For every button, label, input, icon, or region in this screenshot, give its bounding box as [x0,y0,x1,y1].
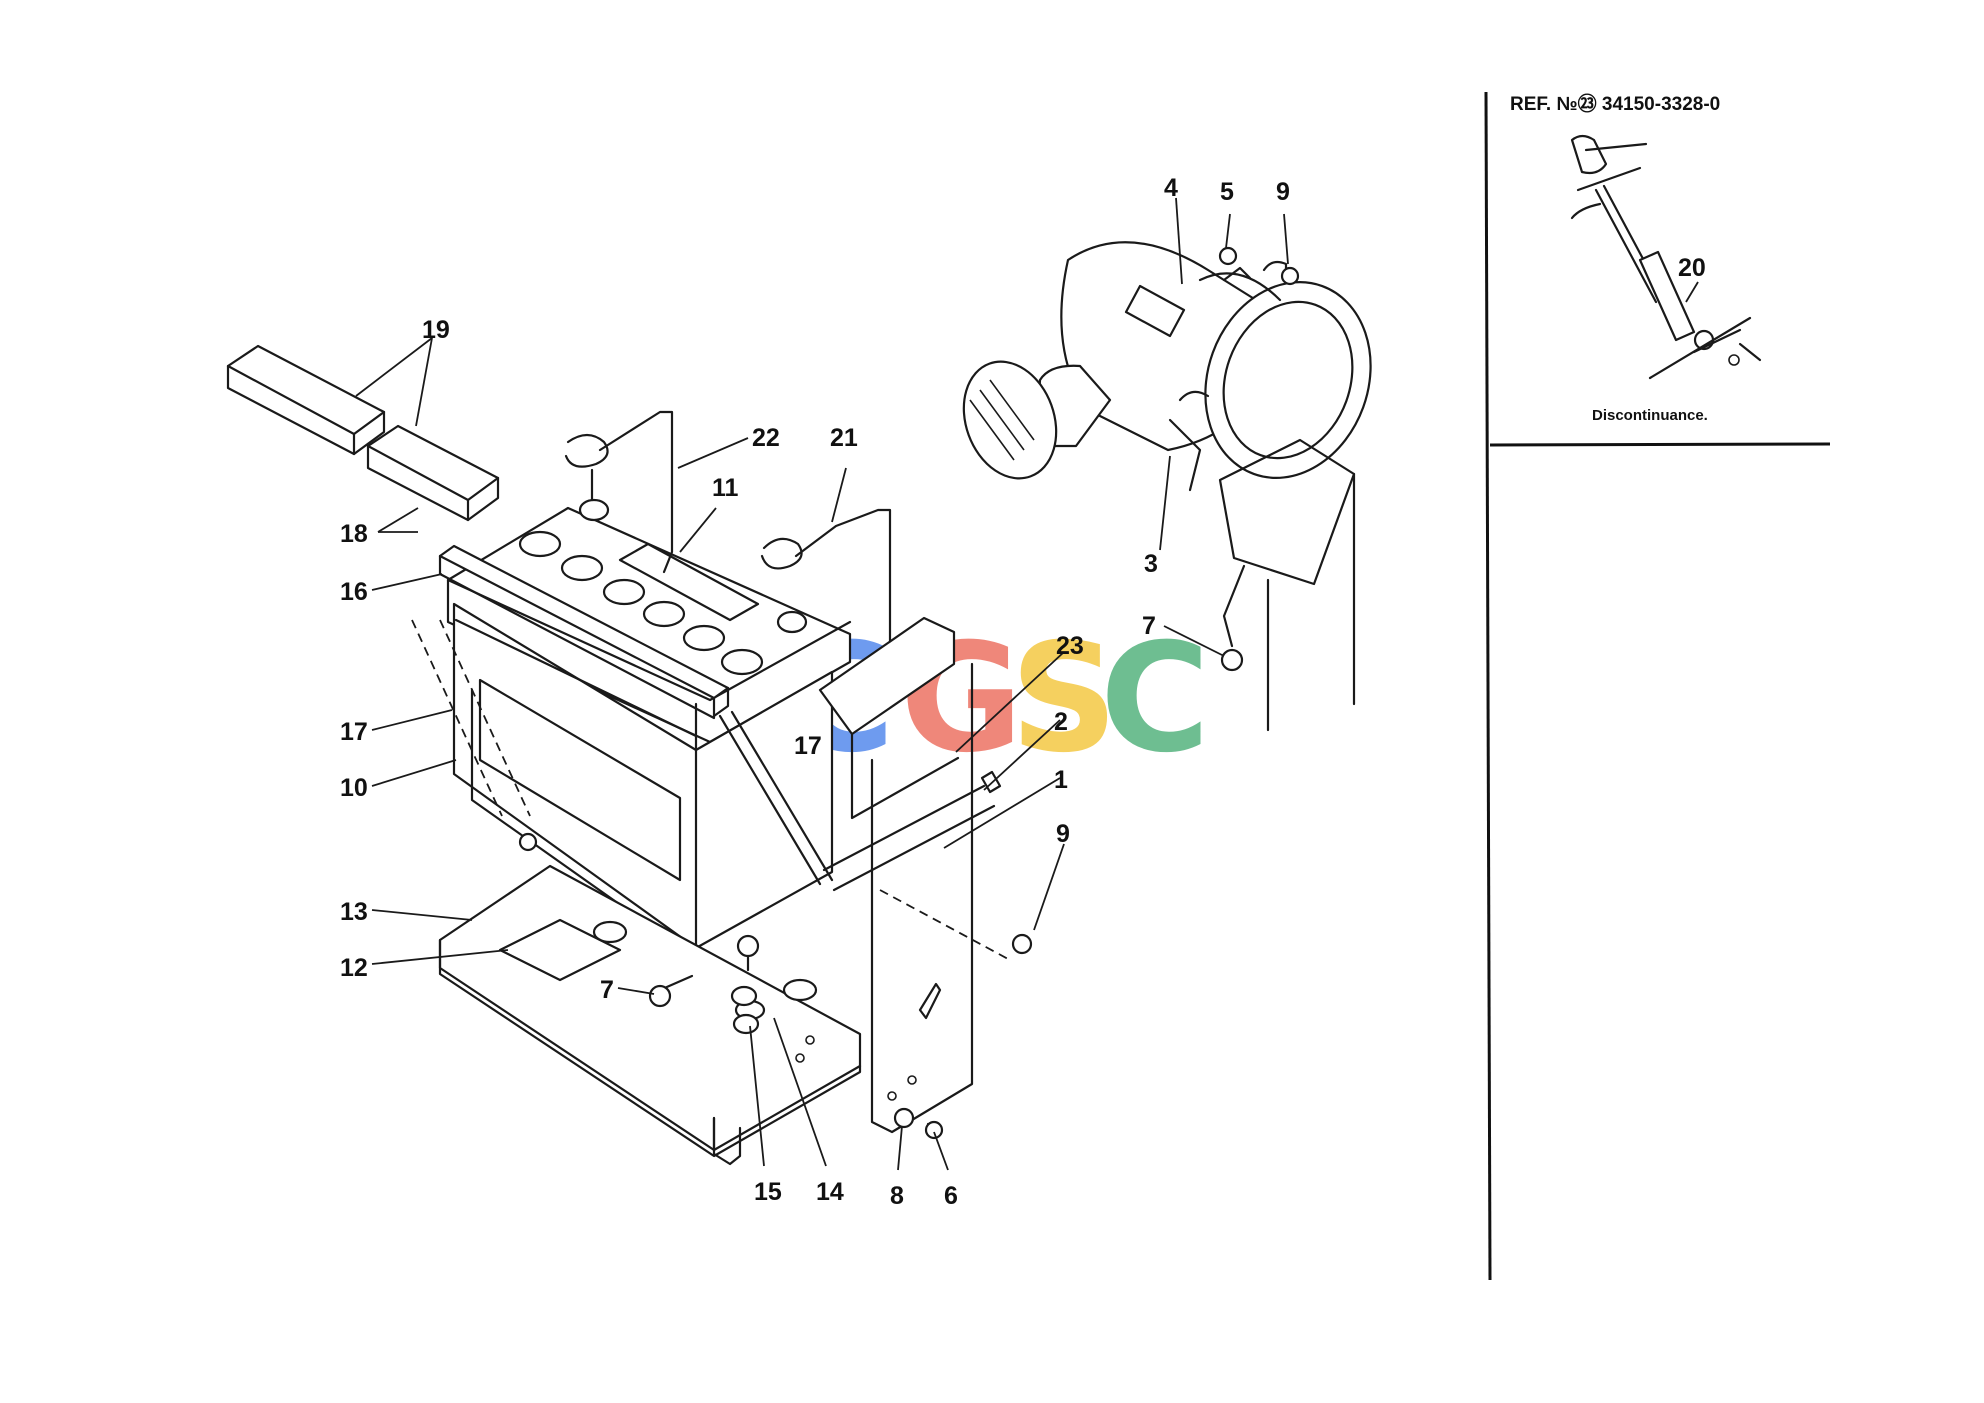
label-17-left: 17 [340,718,368,746]
inset-rod-assembly [1570,134,1762,380]
air-cleaner [962,241,1372,732]
label-8: 8 [890,1182,904,1210]
battery-terminal-covers [226,344,500,522]
label-2: 2 [1054,708,1068,736]
discontinuance-note: Discontinuance. [1592,407,1708,424]
tray-bolts [648,934,760,1035]
watermark-letter-s: S [1010,612,1118,786]
battery-vent-caps [518,530,764,676]
hold-down-bar [411,544,834,886]
label-23: 23 [1056,632,1084,660]
battery [446,498,852,950]
reference-number: REF. №㉓ 34150-3328-0 [1510,92,1720,115]
label-1: 1 [1054,766,1068,794]
label-5: 5 [1220,178,1234,206]
label-14: 14 [816,1178,844,1206]
leader-lines [355,197,1699,1171]
label-6: 6 [944,1182,958,1210]
watermark-letter-c2: C [1100,612,1210,786]
label-12: 12 [340,954,368,982]
label-21: 21 [830,424,858,452]
label-10: 10 [340,774,368,802]
label-9-upper: 9 [1276,178,1290,206]
part-labels: 19 22 21 11 18 16 17 17 10 13 12 7 15 14… [340,174,1706,1210]
label-7-right: 7 [1142,612,1156,640]
label-9-lower: 9 [1056,820,1070,848]
label-17-right: 17 [794,732,822,760]
label-11: 11 [712,474,739,502]
label-20: 20 [1678,254,1706,282]
label-4: 4 [1164,174,1178,202]
reference-panel: REF. №㉓ 34150-3328-0 Discontinuance. [1484,91,1831,1281]
label-13: 13 [340,898,368,926]
label-15: 15 [754,1178,782,1206]
mounting-bracket [818,616,1033,1140]
label-3: 3 [1144,550,1158,578]
label-16: 16 [340,578,368,606]
label-18: 18 [340,520,368,548]
label-19: 19 [422,316,450,344]
label-7-left: 7 [600,976,614,1004]
label-22: 22 [752,424,780,452]
